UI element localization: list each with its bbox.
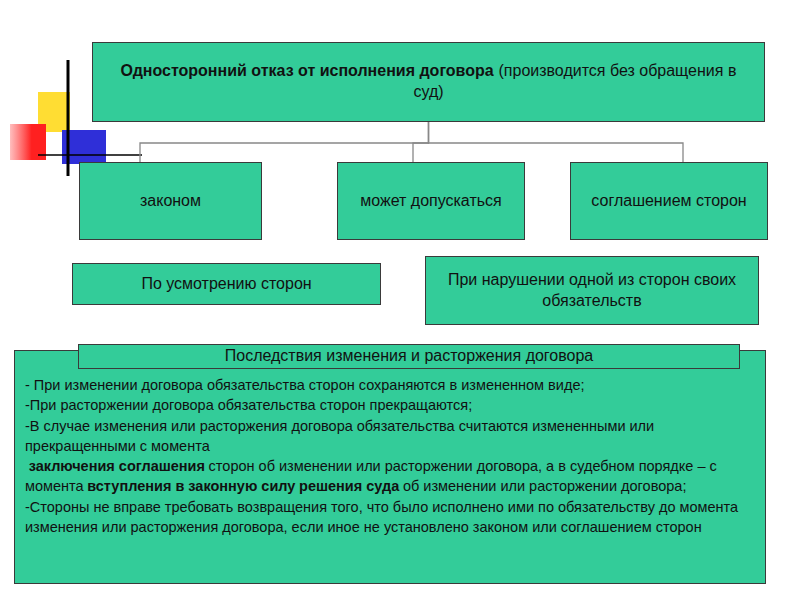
tree-connector: [140, 122, 429, 162]
vertical-bar: [67, 60, 70, 176]
text-holder: По усмотрению сторон: [81, 274, 372, 295]
category-box: законом: [79, 162, 262, 240]
box-text: По усмотрению сторон: [81, 274, 372, 295]
box-text: -Стороны не вправе требовать возвращения…: [25, 497, 755, 538]
condition-box: При нарушении одной из сторон своих обяз…: [425, 256, 759, 325]
category-box: соглашением сторон: [570, 162, 768, 240]
bold-text: заключения соглашения: [29, 458, 205, 474]
tree-connector: [429, 122, 684, 162]
box-text: может допускаться: [346, 191, 516, 212]
box-text: законом: [88, 191, 253, 212]
box-text: - При изменении договора обязательства с…: [25, 377, 584, 393]
bold-text: вступления в законную силу: [87, 478, 295, 494]
box-text: соглашением сторон: [579, 191, 759, 212]
heading-box: Последствия изменения и расторжения дого…: [78, 344, 740, 369]
box-text: Последствия изменения и расторжения дого…: [87, 346, 731, 367]
category-box: может допускаться: [337, 162, 525, 240]
text-holder: законом: [88, 191, 253, 212]
text-holder: соглашением сторон: [579, 191, 759, 212]
title-box: Односторонний отказ от исполнения догово…: [92, 42, 765, 122]
box-text: При нарушении одной из сторон своих обяз…: [436, 270, 748, 312]
box-text: об изменении или расторжении договора;: [403, 478, 686, 494]
text-holder: - При изменении договора обязательства с…: [25, 375, 755, 537]
horizontal-bar: [38, 154, 142, 156]
box-text: -При расторжении договора обязательства …: [25, 395, 755, 415]
consequences-box: - При изменении договора обязательства с…: [14, 350, 766, 584]
tree-connector: [413, 122, 429, 162]
text-holder: Односторонний отказ от исполнения догово…: [107, 61, 750, 103]
text-holder: Последствия изменения и расторжения дого…: [87, 346, 731, 367]
text-holder: При нарушении одной из сторон своих обяз…: [436, 270, 748, 312]
bold-text: Односторонний отказ от исполнения догово…: [121, 62, 494, 79]
text-holder: может допускаться: [346, 191, 516, 212]
box-text: -В случае изменения или расторжения дого…: [25, 416, 755, 457]
bold-text: решения суда: [299, 478, 399, 494]
condition-box: По усмотрению сторон: [72, 263, 381, 305]
